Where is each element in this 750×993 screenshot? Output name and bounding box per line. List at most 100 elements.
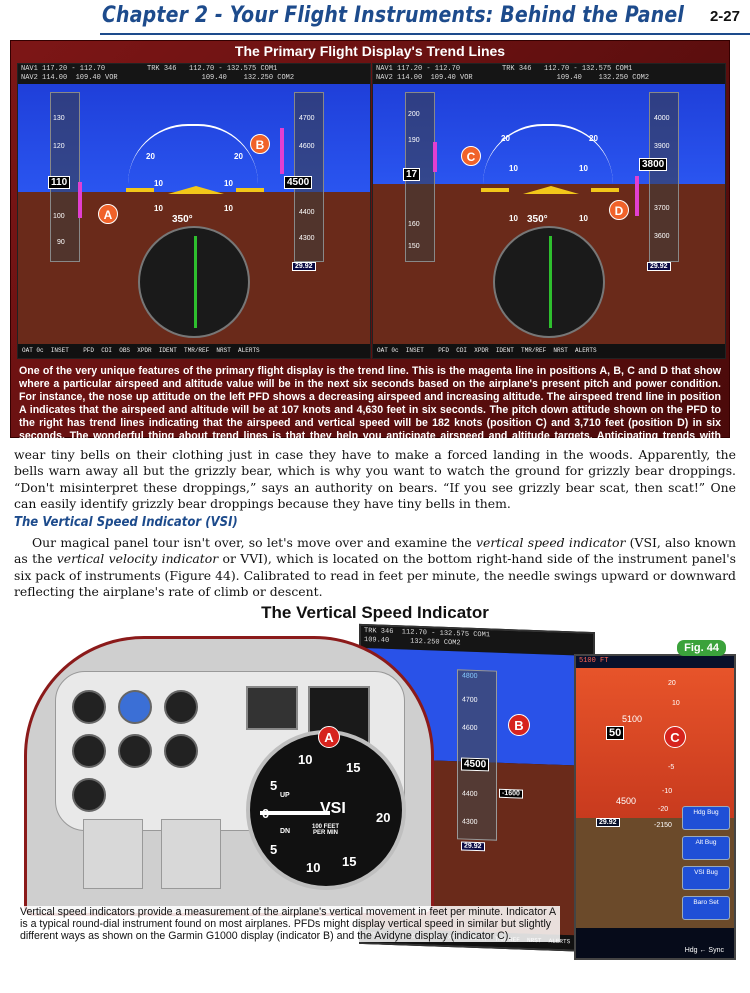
airspeed-tick: 190 — [408, 137, 420, 144]
altitude-tick: 4600 — [299, 143, 315, 150]
softkey-bar: OAT 0c INSET PFD CDI XPDR IDENT TMR/REF … — [373, 344, 725, 358]
paragraph-text: or VVI), which is located on the bottom … — [14, 551, 736, 599]
avidyne-vs-tick: 10 — [672, 700, 680, 707]
vsi-dn-label: DN — [280, 828, 291, 835]
airspeed-tick: 100 — [53, 213, 65, 220]
pfd-nav-bar: NAV1 117.20 - 112.70 TRK 346 112.70 - 13… — [373, 64, 725, 84]
pitch-label: 10 — [224, 179, 233, 188]
yoke-left — [83, 819, 143, 889]
wing-bar-right — [591, 188, 619, 192]
pitch-label: 10 — [509, 164, 518, 173]
avidyne-baro: 29.92 — [596, 818, 620, 827]
avidyne-alt-tick: 4500 — [616, 796, 637, 806]
left-pfd: NAV1 117.20 - 112.70 TRK 346 112.70 - 13… — [17, 63, 371, 359]
marker-d: D — [609, 200, 629, 220]
pitch-label: 10 — [579, 164, 588, 173]
vsi-number: 5 — [270, 842, 278, 857]
vsi-number: 10 — [298, 752, 313, 767]
heading-readout: 350° — [172, 214, 193, 225]
garmin-baro: 29.92 — [461, 841, 485, 852]
pitch-label: 20 — [234, 152, 243, 161]
avidyne-top: 5100 FT — [576, 656, 734, 668]
avidyne-vs-tick: -2150 — [654, 822, 672, 829]
vsi-units: 100 FEET PER MIN — [312, 824, 340, 836]
gauge-icon — [72, 778, 106, 812]
section-heading: The Vertical Speed Indicator (VSI) — [14, 515, 238, 530]
garmin-current-altitude: 4500 — [461, 757, 490, 772]
paragraph-text: Our magical panel tour isn't over, so le… — [32, 535, 477, 550]
aircraft-symbol — [168, 186, 224, 194]
vsi-number: 15 — [342, 854, 357, 869]
altitude-trend-line — [635, 176, 639, 216]
heading-indicator-icon — [118, 734, 152, 768]
right-pfd: NAV1 117.20 - 112.70 TRK 346 112.70 - 13… — [372, 63, 726, 359]
vsi-figure: TRK 346 112.70 - 132.575 COM1 109.40 132… — [14, 623, 736, 988]
vsi-label: VSI — [320, 800, 346, 817]
avidyne-sky — [576, 668, 734, 818]
heading-readout: 350° — [527, 214, 548, 225]
roll-scale — [483, 124, 613, 184]
marker-b: B — [250, 134, 270, 154]
wing-bar-left — [126, 188, 154, 192]
marker-c: C — [664, 726, 686, 748]
marker-c: C — [461, 146, 481, 166]
pitch-label: 10 — [224, 204, 233, 213]
roll-scale — [128, 124, 258, 184]
vsi-number: 5 — [270, 778, 278, 793]
altitude-tick: 4700 — [462, 696, 478, 705]
vsi-bug-button: VSI Bug — [682, 866, 730, 890]
airspeed-tick: 150 — [408, 243, 420, 250]
wing-bar-right — [236, 188, 264, 192]
page-number: 2-27 — [709, 8, 740, 25]
avidyne-buttons: Hdg Bug Alt Bug VSI Bug Baro Set — [682, 806, 730, 926]
current-altitude: 4500 — [284, 176, 313, 189]
term-vvi: vertical velocity indicator — [56, 551, 219, 567]
avidyne-display: 5100 FT 5100 4500 50 20 10 -5 -10 -20 -2… — [574, 654, 736, 960]
pitch-label: 10 — [154, 179, 163, 188]
vsi-up-label: UP — [280, 792, 290, 799]
body-paragraph: wear tiny bells on their clothing just i… — [14, 447, 736, 511]
altitude-tick: 4700 — [299, 115, 315, 122]
current-airspeed: 110 — [48, 176, 71, 189]
hsi-compass — [493, 226, 605, 338]
avidyne-vs-tick: -20 — [658, 806, 669, 813]
altitude-tick: 4300 — [299, 235, 315, 242]
trend-lines-figure: The Primary Flight Display's Trend Lines… — [10, 40, 730, 455]
baro-setting: 29.92 — [647, 262, 671, 271]
altimeter-icon — [164, 690, 198, 724]
avidyne-alt-tick: 5100 — [622, 714, 643, 724]
marker-a: A — [98, 204, 118, 224]
vsi-dial: VSI 10 15 5 UP 0 20 DN 5 100 FEET PER MI… — [246, 730, 406, 890]
altitude-tick: 4600 — [462, 724, 478, 733]
body-paragraph: Our magical panel tour isn't over, so le… — [14, 535, 736, 600]
altitude-tick: 3600 — [654, 233, 670, 240]
avidyne-speed-box: 50 — [606, 726, 625, 740]
altitude-tick: 3900 — [654, 143, 670, 150]
current-altitude: 3800 — [639, 158, 668, 171]
alt-bug-button: Alt Bug — [682, 836, 730, 860]
altitude-tick: 4400 — [462, 790, 478, 799]
airspeed-tick: 160 — [408, 221, 420, 228]
vsi-number: 15 — [346, 760, 361, 775]
page-header: Chapter 2 - Your Flight Instruments: Beh… — [0, 0, 750, 38]
airspeed-trend-line — [78, 182, 82, 218]
altitude-tick: 4400 — [299, 209, 315, 216]
altitude-trend-line — [280, 128, 284, 174]
chapter-title: Chapter 2 - Your Flight Instruments: Beh… — [102, 3, 684, 28]
baro-setting: 29.92 — [292, 262, 316, 271]
vsi-number: 20 — [376, 810, 391, 825]
yoke-right — [161, 819, 221, 889]
gps-screen-icon — [246, 686, 298, 730]
term-vsi: vertical speed indicator — [476, 535, 626, 550]
vsi-number: 10 — [306, 860, 321, 875]
pitch-label: 20 — [146, 152, 155, 161]
marker-a: A — [318, 726, 340, 748]
airspeed-tick: 90 — [57, 239, 65, 246]
wing-bar-left — [481, 188, 509, 192]
altitude-tape: 4000 3900 3700 3600 — [649, 92, 679, 262]
figure-caption: One of the very unique features of the p… — [19, 365, 721, 455]
pitch-label: 20 — [589, 134, 598, 143]
baro-set-button: Baro Set — [682, 896, 730, 920]
attitude-indicator-icon — [118, 690, 152, 724]
avidyne-vs-tick: -5 — [668, 764, 675, 771]
